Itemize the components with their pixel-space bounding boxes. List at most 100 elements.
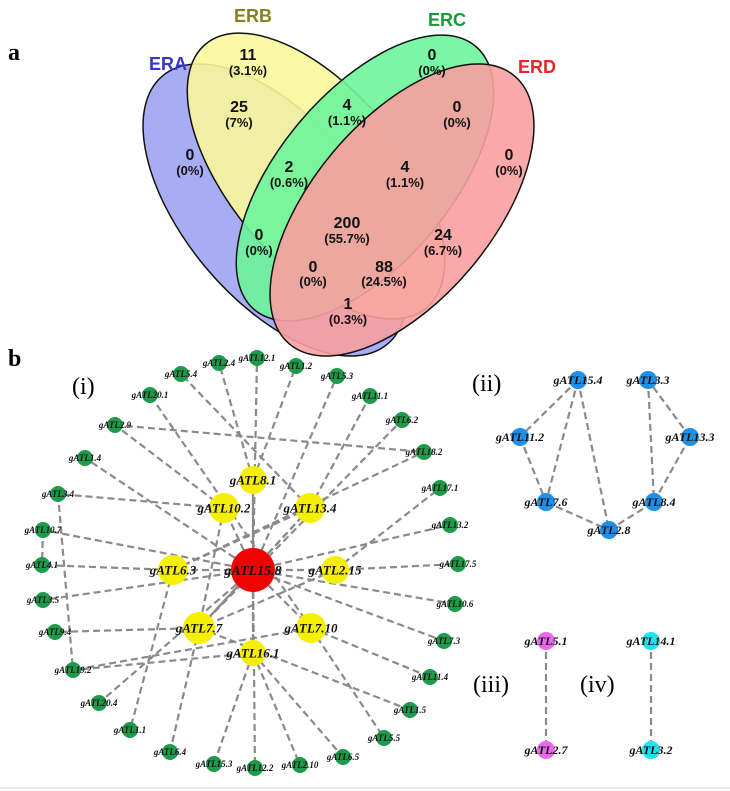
network-edge — [251, 365, 298, 481]
node-label: gATL2.4 — [202, 358, 236, 368]
network-node: gATL1.1 — [113, 722, 146, 738]
network-edge — [334, 562, 459, 572]
node-circle — [447, 596, 463, 612]
node-circle — [239, 466, 267, 494]
node-circle — [511, 428, 529, 446]
node-label: gATL15.3 — [195, 759, 233, 769]
node-circle — [681, 428, 699, 446]
node-label: gATL4.1 — [25, 560, 58, 570]
node-circle — [34, 557, 50, 573]
node-label: gATL8.1 — [229, 473, 277, 488]
network-edge — [251, 357, 259, 571]
node-circle — [50, 486, 66, 502]
node-label: gATL2.9 — [98, 420, 132, 430]
svg-text:0: 0 — [255, 227, 264, 244]
node-circle — [432, 480, 448, 496]
network-node: gATL5.4 — [164, 366, 198, 382]
node-label: gATL7.7 — [175, 621, 223, 636]
svg-text:(0%): (0%) — [176, 163, 203, 178]
network-node: gATL18.2 — [405, 444, 443, 460]
node-circle — [645, 493, 663, 511]
node-label: gATL11.2 — [495, 430, 544, 444]
network-edge — [168, 627, 201, 753]
network-ii-nodes: gATL15.4gATL11.2gATL7.6gATL2.8gATL3.3gAT… — [495, 371, 715, 539]
node-label: gATL11.1 — [351, 391, 388, 401]
network-edge — [72, 651, 254, 672]
node-label: gATL20.4 — [80, 698, 118, 708]
node-label: gATL5.3 — [320, 371, 354, 381]
node-label: gATL8.4 — [631, 495, 675, 509]
svg-text:(1.1%): (1.1%) — [386, 175, 424, 190]
node-circle — [642, 741, 660, 759]
node-label: gATL7.6 — [523, 495, 567, 509]
network-edge — [251, 652, 302, 766]
set-label-era: ERA — [149, 54, 187, 74]
network-node: gATL4.1 — [25, 557, 58, 573]
network-edge — [519, 379, 579, 438]
set-label-erd: ERD — [518, 57, 556, 77]
svg-text:24: 24 — [434, 227, 452, 244]
node-label: gATL15.4 — [552, 373, 602, 387]
venn-region-ab: 25(7%) — [225, 99, 252, 130]
network-node: gATL6.2 — [385, 412, 419, 428]
network-node: gATL10.7 — [24, 522, 62, 538]
node-label: gATL5.1 — [523, 634, 567, 648]
svg-text:(0%): (0%) — [443, 115, 470, 130]
svg-text:4: 4 — [343, 97, 352, 114]
node-label: gATL10.6 — [436, 599, 474, 609]
node-label: gATL9.4 — [38, 627, 72, 637]
node-label: gATL7.10 — [283, 621, 338, 636]
node-label: gATL16.1 — [225, 646, 279, 661]
network-edge — [310, 627, 385, 739]
node-circle — [231, 548, 275, 592]
node-label: gATL2.10 — [281, 760, 319, 770]
network-node: gATL6.3 — [149, 555, 197, 585]
node-circle — [321, 556, 349, 584]
node-circle — [295, 493, 325, 523]
venn-region-ac: 0(0%) — [245, 227, 272, 258]
network-node: gATL7.6 — [523, 493, 568, 511]
venn-region-abcd: 200(55.7%) — [324, 215, 370, 246]
network-edge — [653, 436, 691, 503]
node-circle — [211, 355, 227, 371]
subnetwork-label-i: (i) — [72, 374, 95, 400]
node-label: gATL6.5 — [326, 752, 360, 762]
network-node: gATL7.10 — [283, 613, 338, 643]
node-circle — [450, 556, 466, 572]
panel-label-b: b — [8, 346, 21, 372]
network-edge — [251, 375, 339, 571]
svg-text:4: 4 — [401, 159, 410, 176]
network-node: gATL7.3 — [427, 633, 461, 649]
svg-text:(0%): (0%) — [418, 63, 445, 78]
node-label: gATL2.15 — [307, 563, 362, 578]
node-circle — [65, 662, 81, 678]
node-label: gATL1.4 — [68, 453, 102, 463]
svg-text:0: 0 — [309, 259, 318, 276]
node-label: gATL13.3 — [664, 430, 714, 444]
node-label: gATL6.2 — [385, 415, 419, 425]
node-circle — [537, 632, 555, 650]
network-node: gATL15.3 — [195, 756, 233, 772]
node-circle — [35, 522, 51, 538]
network-edge — [309, 395, 371, 509]
node-circle — [142, 387, 158, 403]
network-edge — [84, 457, 254, 571]
node-circle — [240, 640, 266, 666]
node-circle — [249, 350, 265, 366]
node-circle — [642, 632, 660, 650]
network-node: gATL13.2 — [431, 517, 469, 533]
node-circle — [436, 633, 452, 649]
node-circle — [416, 444, 432, 460]
network-node: gATL17.1 — [421, 480, 458, 496]
network-node: gATL5.5 — [367, 730, 401, 746]
svg-text:(7%): (7%) — [225, 115, 252, 130]
network-edge — [42, 568, 254, 602]
set-label-erc: ERC — [428, 10, 466, 30]
network-edge — [198, 568, 336, 630]
node-circle — [600, 521, 618, 539]
node-circle — [209, 493, 239, 523]
svg-text:0: 0 — [186, 147, 195, 164]
network-node: gATL15.8 — [223, 548, 282, 592]
